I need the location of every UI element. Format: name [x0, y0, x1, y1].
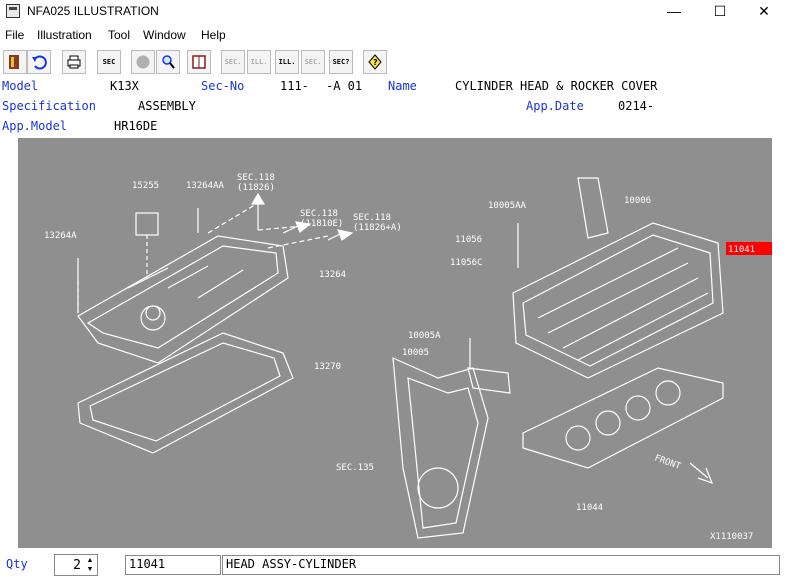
app-icon — [6, 4, 20, 18]
oil-cap-drawing — [135, 212, 159, 236]
maximize-button[interactable]: ☐ — [713, 3, 727, 19]
spec-value: ASSEMBLY — [138, 99, 196, 113]
search-icon[interactable] — [156, 50, 180, 74]
callout-sec118-a-sub[interactable]: (11826) — [237, 183, 275, 193]
title-bar: NFA025 ILLUSTRATION — ☐ ✕ — [0, 0, 787, 24]
spin-up-icon[interactable]: ▲ — [86, 557, 94, 564]
menu-window[interactable]: Window — [143, 28, 186, 42]
callout-sec118-b-sub[interactable]: (11810E) — [300, 219, 343, 229]
part-number-field[interactable]: 11041 — [125, 555, 221, 575]
figure-id: X1110037 — [710, 532, 753, 542]
callout-sec118-c[interactable]: SEC.118 — [353, 213, 391, 223]
callout-13270[interactable]: 13270 — [314, 362, 341, 372]
secno-suffix: -A 01 — [326, 79, 363, 93]
appdate-label: App.Date — [526, 99, 584, 113]
rocker-arm-drawing — [577, 177, 609, 239]
part-name-field[interactable]: HEAD ASSY-CYLINDER — [222, 555, 780, 575]
status-bar: Qty 2 ▲ ▼ 11041 HEAD ASSY-CYLINDER — [0, 552, 787, 579]
model-label: Model — [2, 79, 39, 93]
secno-value: 111- — [280, 79, 309, 93]
undo-icon[interactable] — [27, 50, 51, 74]
callout-10005aa[interactable]: 10005AA — [488, 201, 527, 211]
callout-13264a[interactable]: 13264A — [44, 231, 77, 241]
selected-part-highlight — [726, 242, 772, 255]
front-arrow-drawing — [689, 462, 714, 485]
callout-sec118-b[interactable]: SEC.118 — [300, 209, 338, 219]
illustration-canvas[interactable]: 15255 13264AA SEC.118 (11826) SEC.118 (1… — [18, 138, 772, 548]
callout-10006[interactable]: 10006 — [624, 196, 651, 206]
model-value: K13X — [110, 79, 139, 93]
cover-gasket-drawing — [77, 332, 294, 454]
callout-13264[interactable]: 13264 — [319, 270, 346, 280]
callout-11056c[interactable]: 11056C — [450, 258, 483, 268]
appmodel-value: HR16DE — [114, 119, 158, 133]
callout-sec135[interactable]: SEC.135 — [336, 463, 374, 473]
print-icon[interactable] — [62, 50, 86, 74]
callout-15255[interactable]: 15255 — [132, 181, 159, 191]
callout-sec118-a[interactable]: SEC.118 — [237, 173, 275, 183]
callout-11056[interactable]: 11056 — [455, 235, 482, 245]
prev-sec-button[interactable]: SEC. — [221, 50, 245, 74]
bracket-drawing — [467, 367, 511, 394]
stop-icon[interactable] — [131, 50, 155, 74]
name-label: Name — [388, 79, 417, 93]
secno-label: Sec-No — [201, 79, 245, 93]
prev-ill-label: ILL. — [250, 58, 268, 66]
head-gasket-drawing — [522, 367, 724, 469]
next-ill-button[interactable]: ILL. — [275, 50, 299, 74]
prev-ill-button[interactable]: ILL. — [247, 50, 271, 74]
name-value: CYLINDER HEAD & ROCKER COVER — [455, 79, 658, 93]
menu-bar: File Illustration Tool Window Help — [0, 26, 787, 46]
spin-down-icon[interactable]: ▼ — [86, 566, 94, 573]
window-title: NFA025 ILLUSTRATION — [27, 4, 159, 18]
next-sec-label: SEC. — [304, 58, 322, 66]
sec-label: SEC — [102, 58, 116, 66]
cylinder-head-drawing — [512, 222, 724, 379]
menu-help[interactable]: Help — [201, 28, 226, 42]
hint-icon[interactable]: ? — [363, 50, 387, 74]
menu-tool[interactable]: Tool — [108, 28, 131, 42]
callout-sec118-c-sub[interactable]: (11826+A) — [353, 223, 402, 233]
info-header: Model K13X Sec-No 111- -A 01 Name CYLIND… — [0, 78, 787, 138]
next-ill-label: ILL. — [278, 58, 296, 66]
exploded-diagram: 15255 13264AA SEC.118 (11826) SEC.118 (1… — [44, 173, 772, 542]
prev-sec-label: SEC. — [224, 58, 242, 66]
appdate-value: 0214- — [618, 99, 655, 113]
callout-11041[interactable]: 11041 — [728, 245, 755, 255]
spec-label: Specification — [2, 99, 96, 113]
sec-query-label: SEC? — [332, 58, 350, 66]
qty-label: Qty — [6, 557, 28, 571]
menu-file[interactable]: File — [5, 28, 25, 42]
toolbar: SEC SEC. ILL. ILL. SEC. SEC? ? — [0, 48, 787, 78]
next-sec-button[interactable]: SEC. — [301, 50, 325, 74]
svg-text:?: ? — [373, 58, 378, 67]
book-icon[interactable] — [187, 50, 211, 74]
close-button[interactable]: ✕ — [758, 3, 770, 19]
callout-11044[interactable]: 11044 — [576, 503, 603, 513]
timing-cover-drawing — [392, 357, 489, 539]
appmodel-label: App.Model — [2, 119, 68, 133]
rocker-cover-drawing — [77, 235, 289, 364]
minimize-button[interactable]: — — [667, 3, 681, 19]
callout-10005[interactable]: 10005 — [402, 348, 429, 358]
exit-door-icon[interactable] — [3, 50, 27, 74]
sec-button[interactable]: SEC — [97, 50, 121, 74]
callout-10005a[interactable]: 10005A — [408, 331, 441, 341]
callout-13264aa[interactable]: 13264AA — [186, 181, 225, 191]
sec-query-button[interactable]: SEC? — [329, 50, 353, 74]
menu-illustration[interactable]: Illustration — [37, 28, 92, 42]
qty-value: 2 — [73, 558, 81, 573]
front-label: FRONT — [653, 453, 682, 472]
qty-stepper[interactable]: 2 ▲ ▼ — [54, 554, 98, 576]
